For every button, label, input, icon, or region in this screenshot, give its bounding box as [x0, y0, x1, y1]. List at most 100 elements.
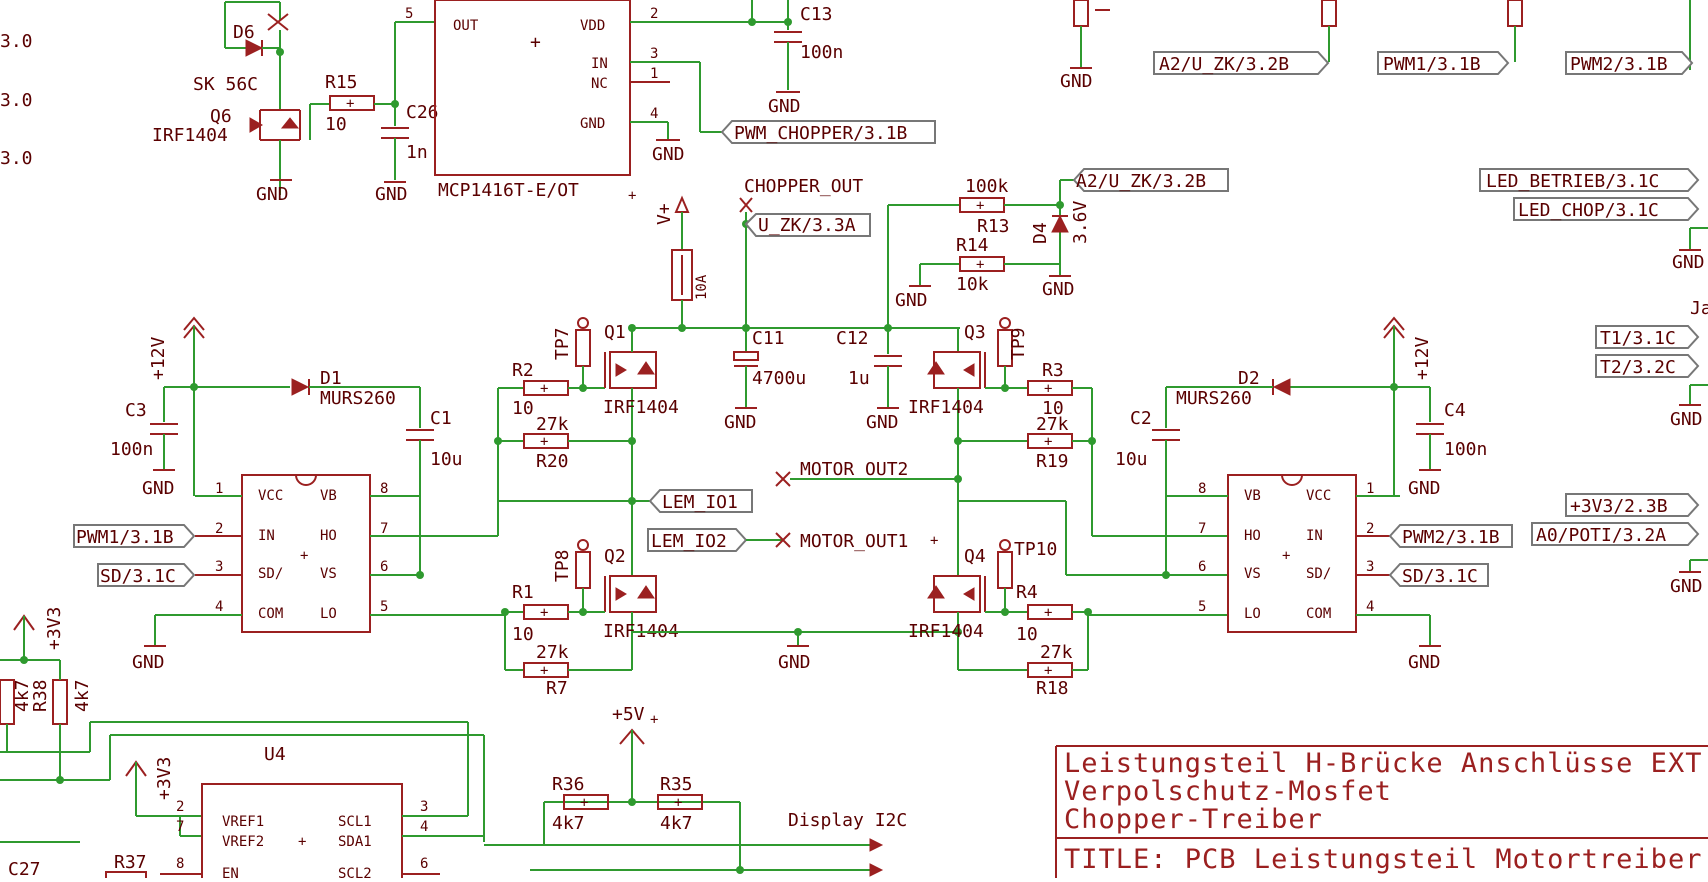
c12-value: 1u: [848, 368, 870, 389]
mcp-pin-out: OUT: [453, 18, 479, 34]
svg-text:SCL2: SCL2: [338, 866, 372, 878]
svg-text:8: 8: [380, 481, 388, 497]
r38-label: R38: [30, 679, 51, 712]
c13-label: C13: [800, 4, 833, 25]
net-tag-pwm2-top[interactable]: PWM2/3.1B: [1565, 51, 1694, 75]
net-tag-a2-top[interactable]: A2/U_ZK/3.2B: [1153, 51, 1330, 75]
c3-label: C3: [125, 400, 147, 421]
svg-text:1: 1: [650, 66, 658, 82]
q1-type: IRF1404: [603, 397, 679, 418]
mcp-pin-nc: NC: [591, 76, 608, 92]
note-line-2: Verpolschutz-Mosfet: [1064, 776, 1392, 807]
svg-text:GND: GND: [1670, 409, 1703, 430]
q3-type: IRF1404: [908, 397, 984, 418]
net-tag-t2[interactable]: T2/3.2C: [1595, 354, 1700, 378]
r2-value: 10: [512, 398, 534, 419]
svg-text:PWM1/3.1B: PWM1/3.1B: [76, 527, 174, 548]
tp10-label: TP10: [1014, 539, 1057, 560]
mcp1416-driver: + OUT VDD IN NC GND 5 2 3 1 4 GND MCP141…: [405, 0, 722, 204]
svg-text:+3V3/2.3B: +3V3/2.3B: [1570, 496, 1668, 517]
svg-text:GND: GND: [142, 478, 175, 499]
net-tag-3v3[interactable]: +3V3/2.3B: [1565, 493, 1700, 517]
fuse-value: 10A: [694, 274, 710, 300]
svg-text:HO: HO: [1244, 528, 1261, 544]
i2c-pullups: +5V + + + R36 4k7 R35 4k7 Display I2C: [484, 704, 907, 877]
c3-value: 100n: [110, 439, 153, 460]
r7-label: R7: [546, 678, 568, 699]
r38-value: 4k7: [72, 679, 93, 712]
svg-text:1: 1: [1366, 481, 1374, 497]
net-tag-sd-left[interactable]: SD/3.1C: [97, 563, 196, 587]
svg-text:+5V: +5V: [612, 704, 645, 725]
net-tag-lem-io1[interactable]: LEM_IO1: [648, 489, 753, 513]
svg-text:COM: COM: [258, 606, 283, 622]
svg-text:VB: VB: [320, 488, 337, 504]
svg-text:GND: GND: [1408, 478, 1441, 499]
svg-text:+: +: [1044, 663, 1052, 679]
c27-label: C27: [8, 859, 41, 878]
tp9-label: TP9: [1008, 327, 1029, 360]
r14-value: 10k: [956, 274, 989, 295]
svg-text:+: +: [1044, 381, 1052, 397]
q1-label: Q1: [604, 322, 626, 343]
svg-text:SD/3.1C: SD/3.1C: [100, 566, 176, 587]
svg-text:+: +: [540, 605, 548, 621]
gnd-mcp: GND: [652, 144, 685, 165]
net-tag-pwm2-right[interactable]: PWM2/3.1B: [1388, 524, 1513, 548]
d1-type: MURS260: [320, 388, 396, 409]
mcp-pin-gnd: GND: [580, 116, 605, 132]
r13-label: R13: [977, 216, 1010, 237]
svg-text:+: +: [580, 795, 588, 811]
net-tag-led-chop[interactable]: LED_CHOP/3.1C: [1513, 197, 1700, 221]
q3-label: Q3: [964, 322, 986, 343]
r19-label: R19: [1036, 451, 1069, 472]
tp8-label: TP8: [552, 549, 573, 582]
svg-text:+: +: [976, 257, 984, 273]
net-tag-pwm1-top[interactable]: PWM1/3.1B: [1377, 51, 1510, 75]
r3-label: R3: [1042, 360, 1064, 381]
net-tag-pwm-chopper[interactable]: PWM_CHOPPER/3.1B: [720, 120, 936, 144]
svg-text:SD/3.1C: SD/3.1C: [1402, 566, 1478, 587]
net-tag-pwm1-left[interactable]: PWM1/3.1B: [73, 524, 196, 548]
d6-type: SK 56C: [193, 74, 258, 95]
net-tag-a2-mid[interactable]: A2/U_ZK/3.2B: [1072, 168, 1229, 192]
c11-value: 4700u: [752, 368, 806, 389]
net-tag-sd-right[interactable]: SD/3.1C: [1388, 563, 1489, 587]
svg-text:+12V: +12V: [1412, 336, 1433, 380]
r-extra-value: 4k7: [12, 679, 33, 712]
svg-text:7: 7: [1198, 521, 1206, 537]
tp7-label: TP7: [552, 327, 573, 360]
svg-text:+: +: [930, 533, 938, 549]
net-tag-lem-io2[interactable]: LEM_IO2: [647, 528, 748, 552]
left-half-bridge: + + R2 10 27k R20 TP7 Q1 IRF1404: [494, 317, 679, 699]
c1-label: C1: [430, 408, 452, 429]
q6-label: Q6: [210, 106, 232, 127]
svg-text:2: 2: [215, 521, 223, 537]
edge-coord-2: 3.0: [0, 90, 33, 111]
d4-value: 3.6V: [1070, 200, 1091, 244]
r35-label: R35: [660, 774, 693, 795]
svg-text:2: 2: [1366, 521, 1374, 537]
bus-capacitors: C11 4700u GND C12 1u GND: [724, 328, 902, 433]
r13-value: 100k: [965, 176, 1009, 197]
svg-text:+: +: [1044, 605, 1052, 621]
note-line-3: Chopper-Treiber: [1064, 804, 1323, 835]
svg-text:2: 2: [650, 6, 658, 22]
net-tag-t1[interactable]: T1/3.1C: [1595, 325, 1700, 349]
svg-text:SD/: SD/: [1306, 566, 1331, 582]
u4-label: U4: [264, 744, 286, 765]
svg-text:+: +: [298, 834, 306, 850]
net-tag-a0-poti[interactable]: A0/POTI/3.2A: [1531, 522, 1700, 546]
svg-text:4: 4: [650, 106, 658, 122]
svg-text:7: 7: [380, 521, 388, 537]
svg-text:GND: GND: [724, 412, 757, 433]
r36-value: 4k7: [552, 813, 585, 834]
svg-text:PWM1/3.1B: PWM1/3.1B: [1383, 54, 1481, 75]
left-edge-coords: 3.0 3.0 3.0: [0, 31, 33, 169]
svg-text:+: +: [540, 663, 548, 679]
c4-value: 100n: [1444, 439, 1487, 460]
svg-text:A0/POTI/3.2A: A0/POTI/3.2A: [1536, 525, 1666, 546]
net-tag-u-zk[interactable]: U_ZK/3.3A: [744, 213, 871, 237]
net-tag-led-betrieb[interactable]: LED_BETRIEB/3.1C: [1479, 168, 1700, 192]
